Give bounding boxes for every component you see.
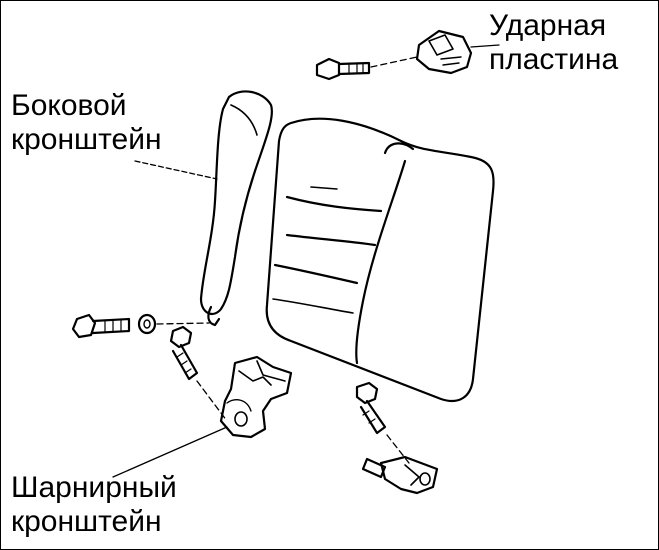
- side-bracket-part: [199, 90, 273, 327]
- leader-hinge-bracket: [112, 426, 228, 478]
- lower-bolt-right: [355, 381, 387, 435]
- leader-side-bracket: [134, 160, 218, 180]
- hinge-bracket-label-line1: Шарнирный: [11, 471, 177, 504]
- washer: [137, 313, 157, 335]
- hinge-bracket-label-line2: кронштейн: [11, 505, 162, 538]
- side-bracket-label-line1: Боковой: [11, 89, 127, 122]
- side-bracket-label-line2: кронштейн: [11, 123, 162, 156]
- mounting-bolt-left: [71, 313, 131, 339]
- hinge-bracket-label: Шарнирный кронштейн: [11, 471, 177, 539]
- strike-plate-part: [415, 29, 473, 75]
- strike-plate-label: Ударная пластина: [489, 9, 618, 77]
- strike-plate-label-line2: пластина: [489, 43, 619, 76]
- leader-strike-plate: [470, 44, 500, 48]
- side-bracket-label: Боковой кронштейн: [11, 89, 162, 157]
- hinge-bolt: [169, 325, 199, 381]
- seat-back-cushion: [265, 117, 495, 403]
- hinge-bracket-part: [219, 355, 293, 439]
- lower-hinge-piece: [361, 455, 439, 495]
- mounting-bolt-top: [315, 57, 371, 81]
- strike-plate-label-line1: Ударная: [489, 9, 607, 42]
